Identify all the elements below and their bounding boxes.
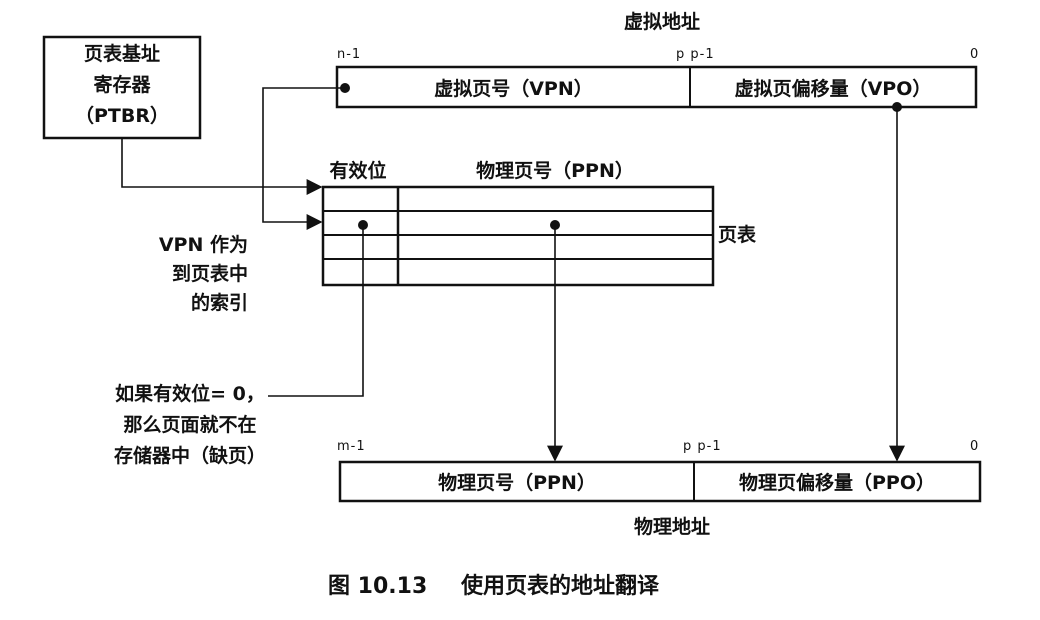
page-table-label: 页表 xyxy=(718,224,757,246)
vpn-index-arrow xyxy=(262,87,345,230)
virtual-address-title: 虚拟地址 xyxy=(623,11,701,33)
ppo-label: 物理页偏移量（PPO） xyxy=(738,472,935,494)
physical-address-title: 物理地址 xyxy=(633,516,711,538)
valid-bit-line xyxy=(268,225,364,397)
figure-caption: 使用页表的地址翻译 xyxy=(461,574,660,599)
va-bit-high: n-1 xyxy=(337,47,362,62)
vpn-index-note-line1: VPN 作为 xyxy=(158,234,248,256)
pa-bit-high: m-1 xyxy=(337,439,366,454)
vpo-label: 虚拟页偏移量（VPO） xyxy=(734,77,932,100)
physical-address-box xyxy=(338,460,982,503)
fault-note-line2: 那么页面就不在 xyxy=(123,414,257,436)
ptbr-to-table-arrow xyxy=(121,138,323,195)
virtual-address-box xyxy=(335,65,978,109)
physical-ppn-label: 物理页号（PPN） xyxy=(438,472,596,494)
va-bit-mid: p p-1 xyxy=(676,47,715,62)
va-bit-low: 0 xyxy=(970,47,980,62)
ptbr-line2: 寄存器 xyxy=(93,74,151,96)
vpn-index-note-line3: 的索引 xyxy=(190,292,248,314)
ptbr-line3: （PTBR） xyxy=(75,105,169,127)
fault-note-line3: 存储器中（缺页） xyxy=(113,445,267,467)
fault-note-line1: 如果有效位= 0， xyxy=(115,383,265,405)
vpn-index-note-line2: 到页表中 xyxy=(171,263,248,285)
ppn-header: 物理页号（PPN） xyxy=(476,160,634,182)
valid-bit-header: 有效位 xyxy=(329,160,387,182)
pa-bit-mid: p p-1 xyxy=(683,439,722,454)
pa-bit-low: 0 xyxy=(970,439,980,454)
figure-number: 图 10.13 xyxy=(328,574,428,599)
vpn-label: 虚拟页号（VPN） xyxy=(434,77,593,100)
ptbr-line1: 页表基址 xyxy=(83,43,161,65)
